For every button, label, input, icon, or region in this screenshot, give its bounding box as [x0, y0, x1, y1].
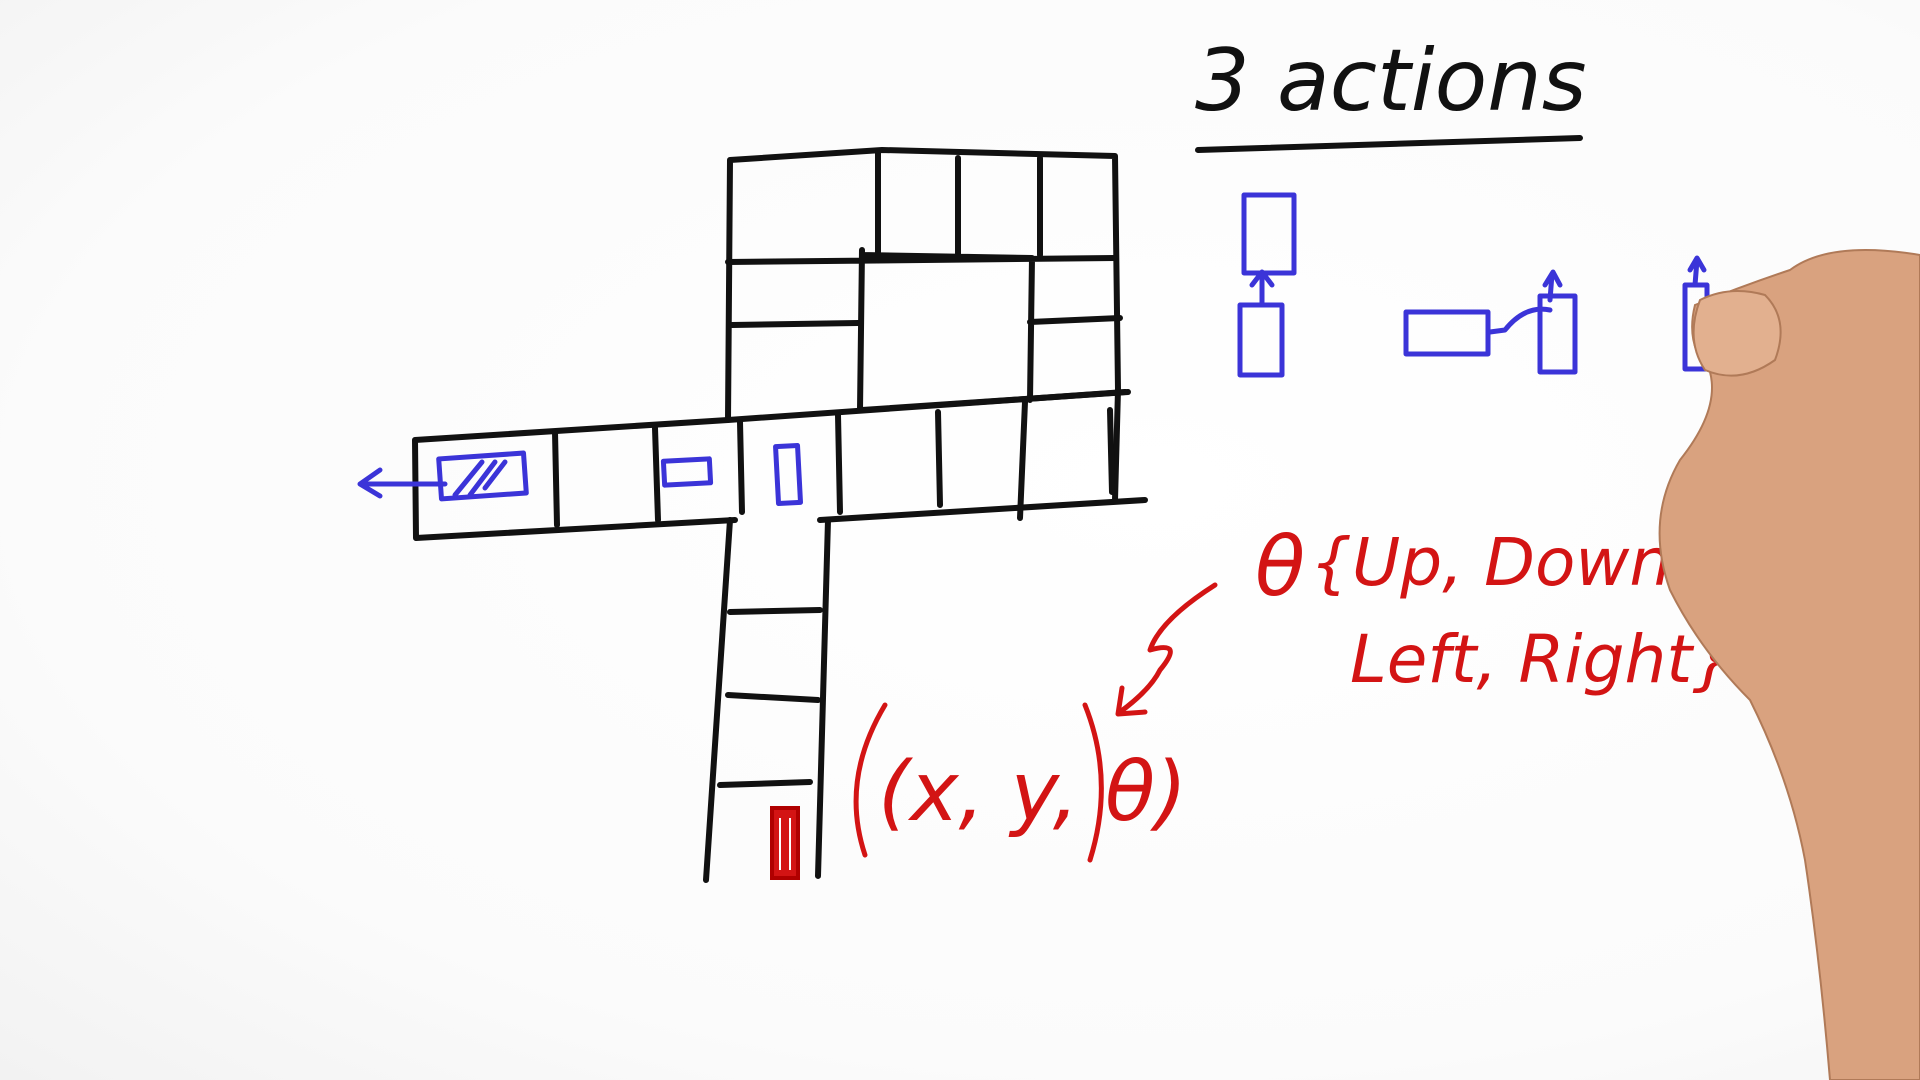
action-straight-car-back [1237, 302, 1285, 378]
action-turn [1403, 269, 1578, 375]
grid-vertical-leg [703, 517, 831, 883]
hand-shape [1658, 249, 1920, 1080]
action-straight-car-front [1241, 192, 1297, 276]
action-straight-arrow [1249, 269, 1275, 308]
grid-corridor-dividers [552, 399, 1115, 528]
heading-text: 3 actions [1195, 31, 1587, 131]
heading-underline [1195, 135, 1583, 153]
presenter-hand [1658, 249, 1920, 1080]
start-car [770, 806, 800, 880]
car-path-illustration [357, 442, 804, 507]
state-close-paren [1082, 702, 1104, 863]
action-turn-arc [1487, 269, 1563, 335]
action-examples [1237, 192, 1710, 378]
theta-symbol: θ [1255, 520, 1305, 615]
car-hatch-marks [452, 459, 508, 498]
state-annotation: (x, y, θ) [853, 582, 1218, 863]
orientation-set-line2: Left, Right} [1350, 621, 1734, 698]
grid-top-row-dividers [725, 149, 1131, 413]
grid-corridor-outline [412, 389, 1148, 541]
action-turn-car-result [1403, 309, 1491, 357]
car-rectangle-vertical [773, 442, 804, 507]
state-open-paren [853, 702, 888, 858]
orientation-annotation: θ {Up, Down Left, Right} [1255, 520, 1734, 698]
left-arrow-icon [357, 467, 448, 499]
car-rectangle-middle [660, 456, 714, 488]
action-straight [1237, 192, 1297, 378]
thumb-shape [1692, 290, 1782, 377]
action-turn-car-start [1537, 293, 1578, 375]
car-rectangle-left [436, 450, 529, 502]
action-third-arrow [1687, 255, 1707, 288]
grid-world [412, 147, 1148, 883]
connector-arrow [1115, 582, 1218, 717]
state-tuple-text: (x, y, θ) [878, 745, 1187, 840]
start-car-rectangle [770, 806, 800, 880]
orientation-set-line1: {Up, Down [1310, 524, 1671, 601]
grid-top-block-outline [725, 147, 1121, 503]
heading-group: 3 actions [1195, 31, 1587, 153]
